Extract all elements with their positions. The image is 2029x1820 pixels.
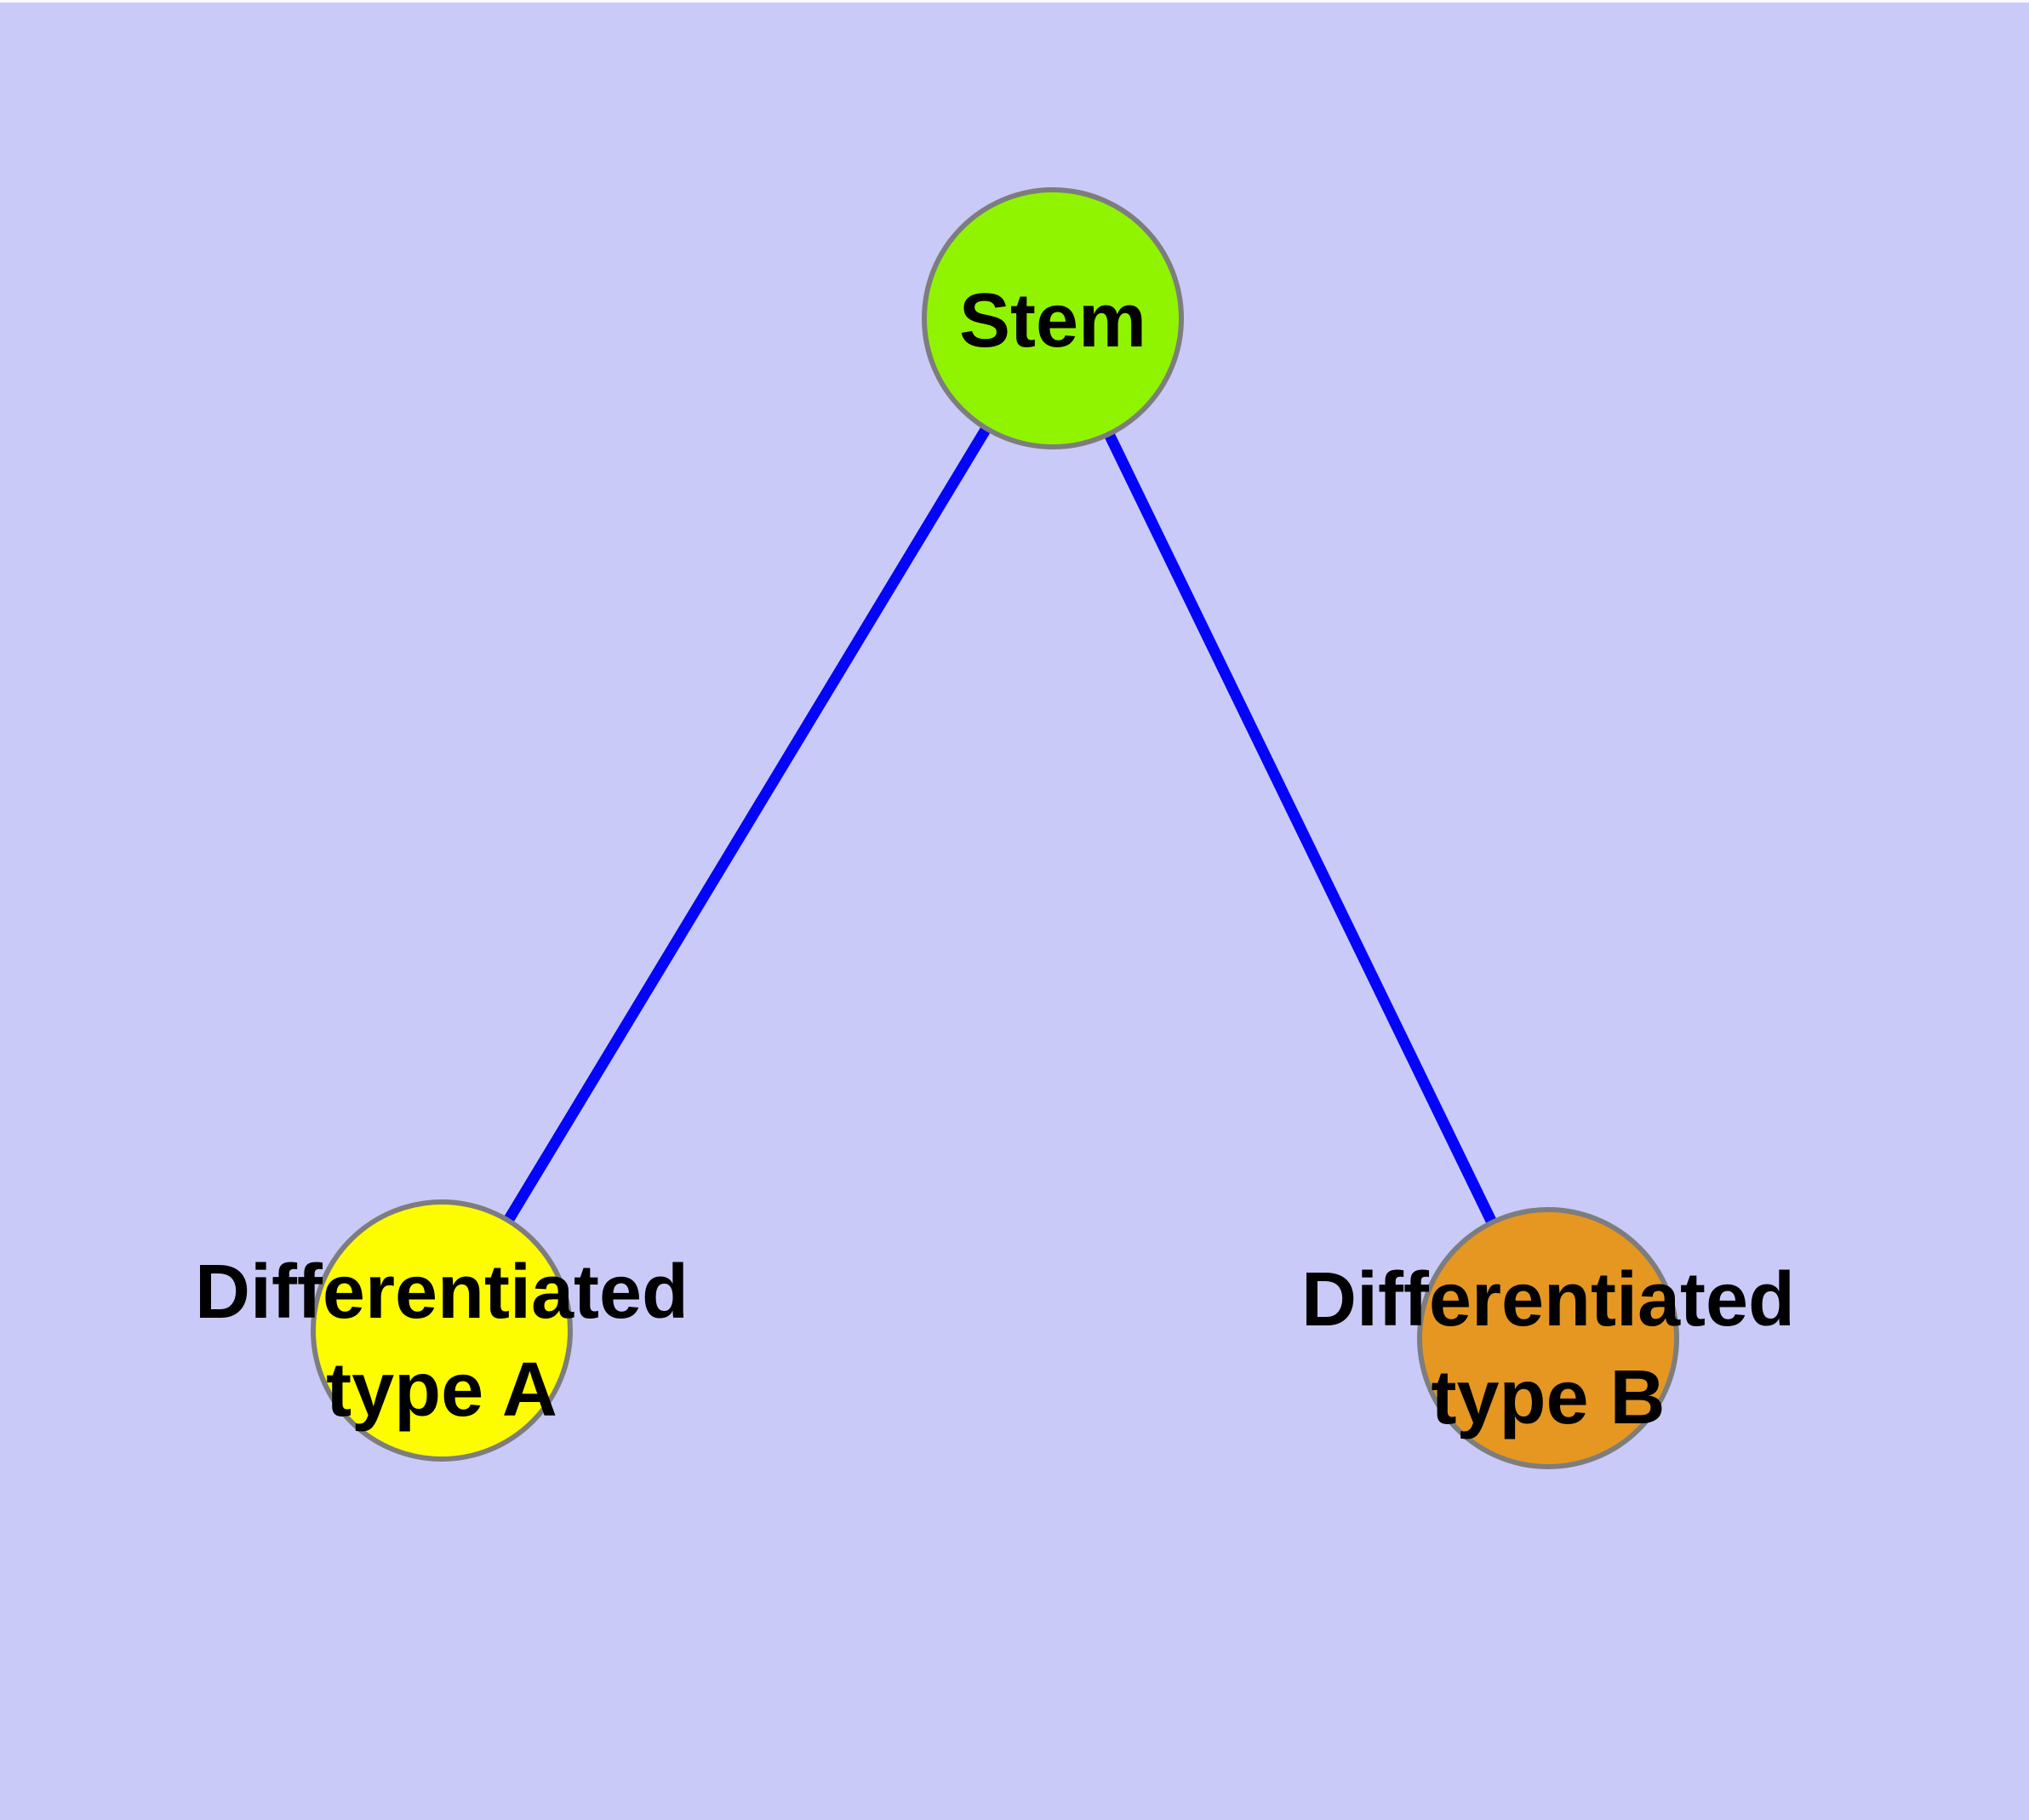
edge-stem-to-b[interactable] — [1048, 316, 1553, 1341]
node-label-stem: Stem — [959, 278, 1146, 363]
edges-layer — [437, 315, 1553, 1341]
node-stem[interactable] — [922, 187, 1184, 449]
canvas-top-edge — [0, 0, 2029, 3]
node-diff-a[interactable] — [311, 1199, 573, 1462]
node-diff-b[interactable] — [1417, 1207, 1679, 1469]
edge-stem-to-a[interactable] — [437, 315, 1058, 1334]
